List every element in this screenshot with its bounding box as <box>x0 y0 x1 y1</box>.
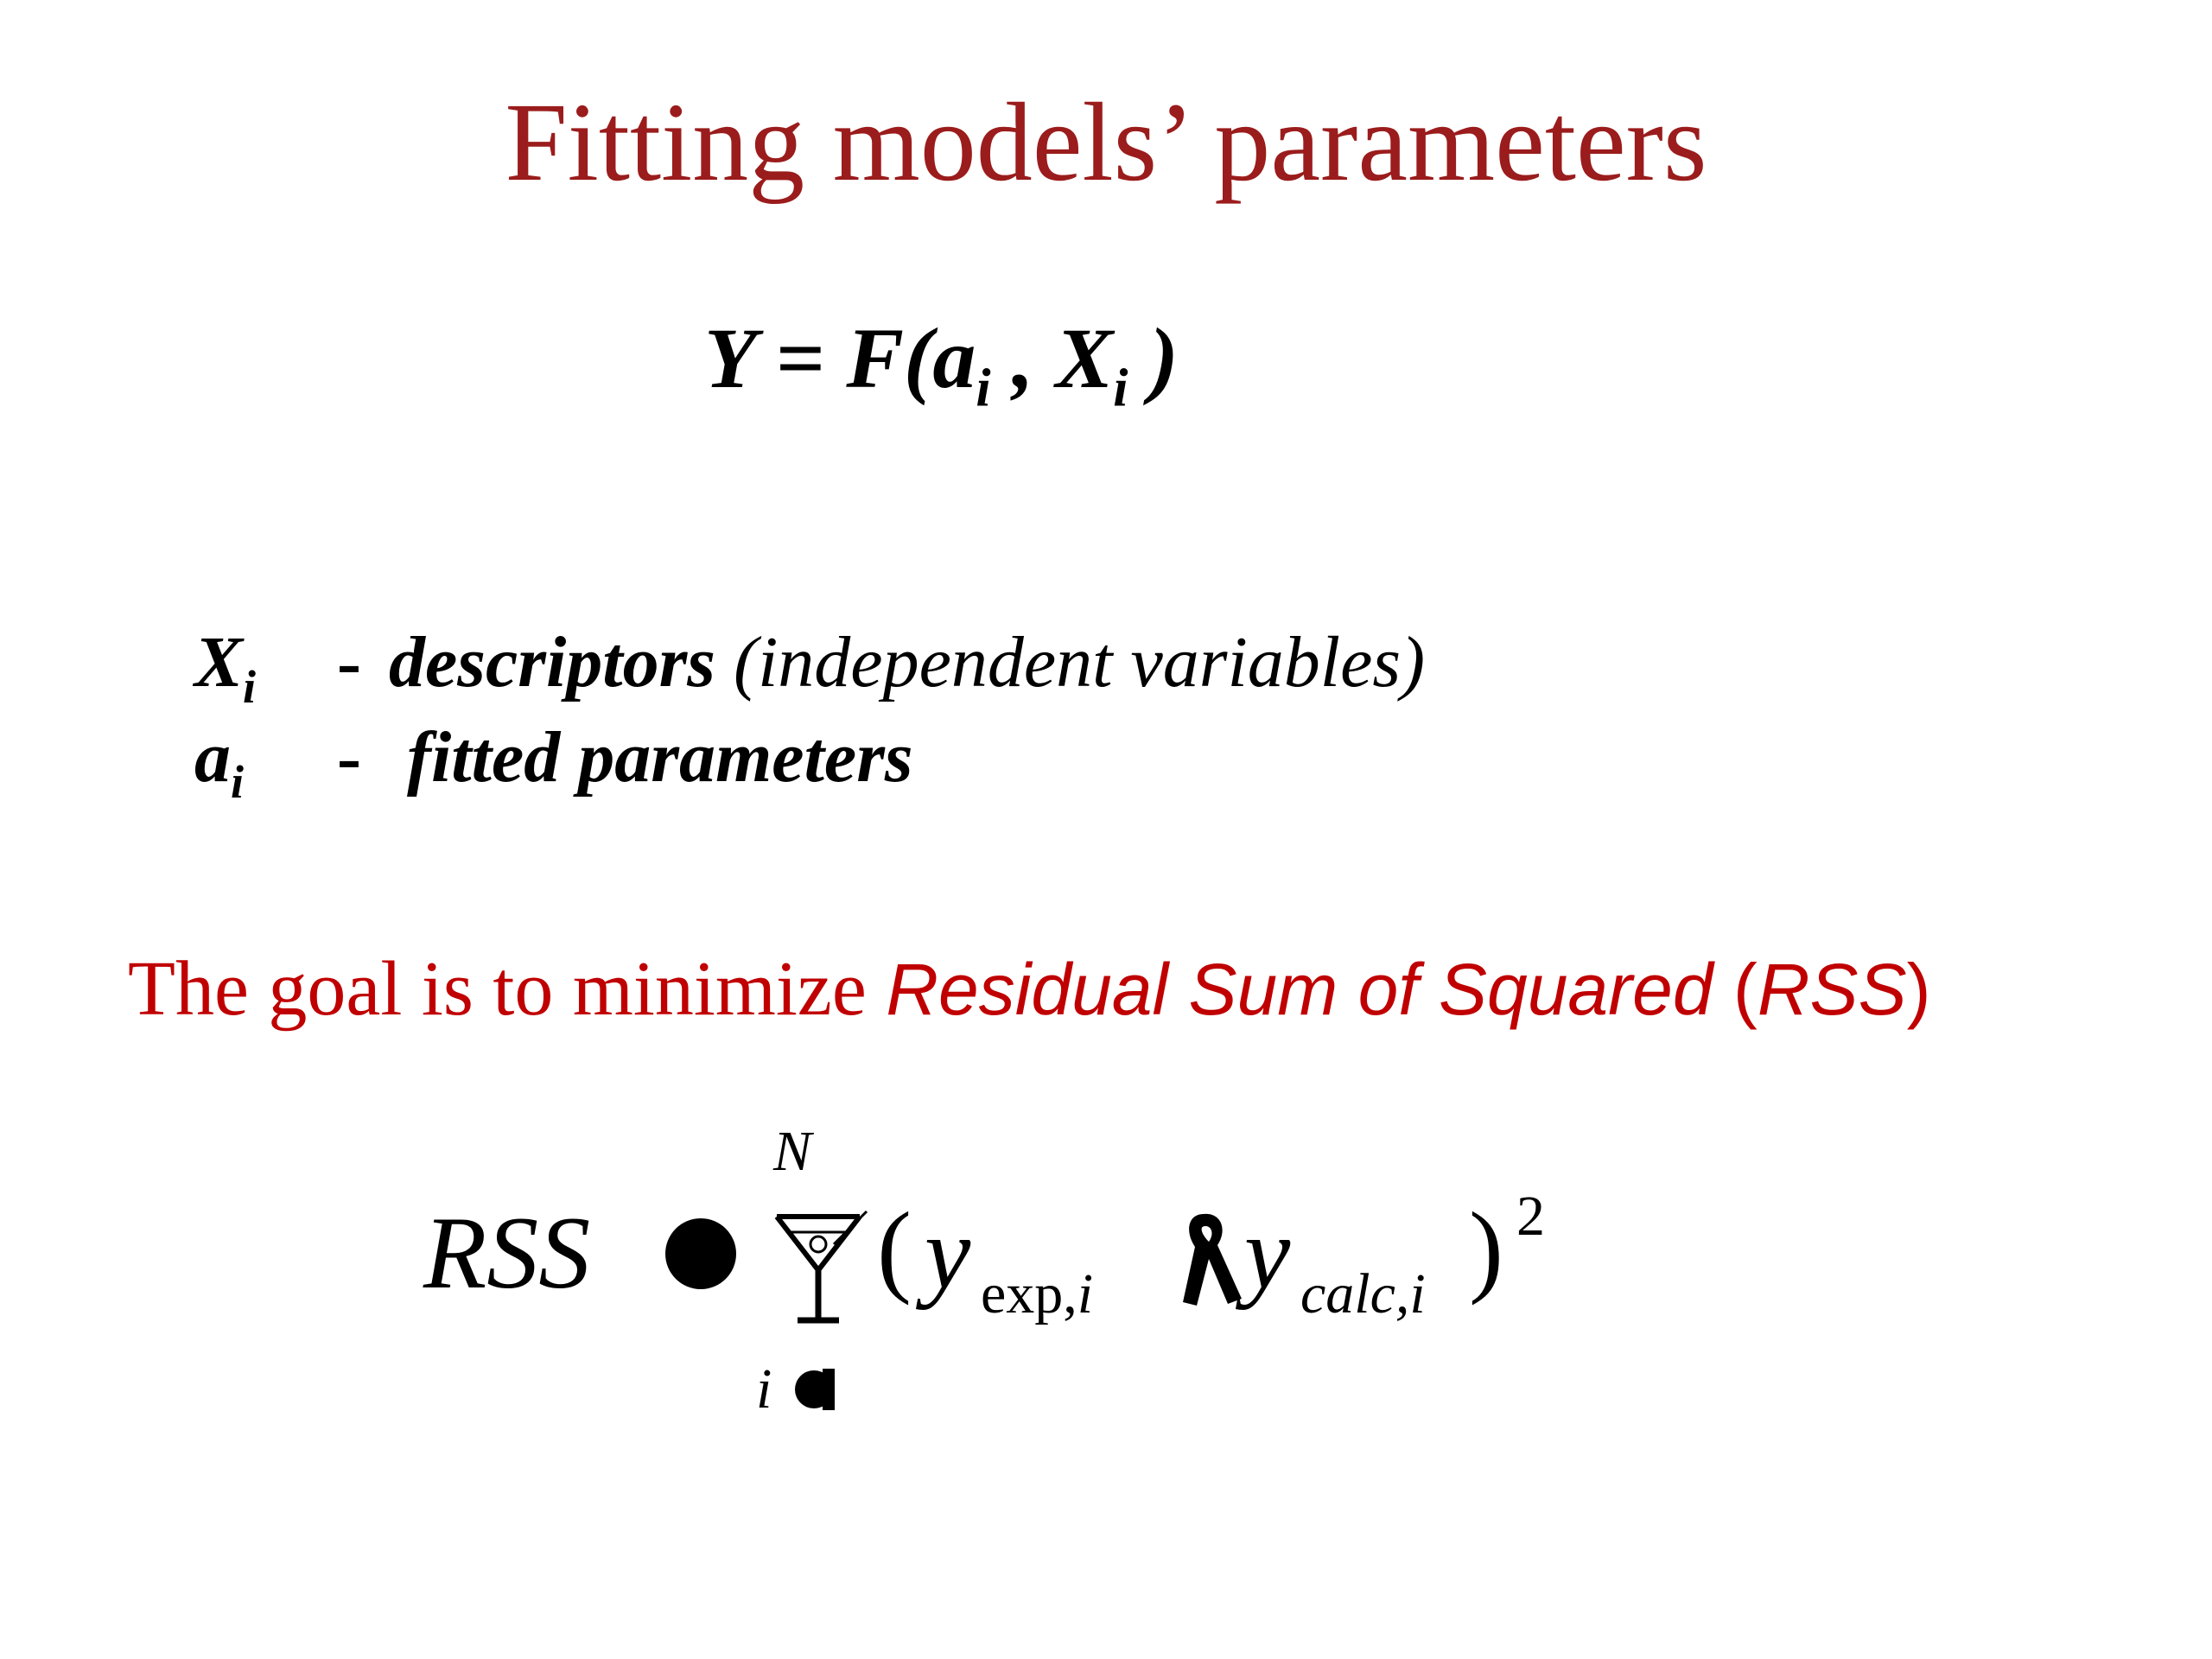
formula-paren-open: ( <box>877 1191 912 1306</box>
definition-term: fitted parameters <box>389 717 913 798</box>
sum-upper-limit: N <box>773 1120 812 1183</box>
definition-descriptors: Xi-descriptors (independent variables) <box>194 622 1425 710</box>
model-equation: Y = F(ai , Xi ) <box>704 315 1179 416</box>
y-exp-subscript-text: exp, <box>981 1262 1077 1325</box>
model-equation-sub-x: i <box>1113 359 1128 418</box>
rss-formula-lhs: RSS <box>423 1195 591 1310</box>
model-equation-rhs: ) <box>1128 310 1179 406</box>
equals-symbol-bullet-icon <box>665 1218 736 1289</box>
formula-exponent: 2 <box>1516 1185 1545 1248</box>
definition-symbol-subscript: i <box>231 755 245 808</box>
y-exp-symbol: y <box>925 1195 971 1310</box>
sum-symbol-glass-icon <box>773 1210 877 1331</box>
goal-prefix: The goal is to minimize <box>128 946 887 1032</box>
y-calc-symbol: y <box>1244 1195 1291 1310</box>
sum-lower-limit: i <box>756 1357 772 1421</box>
definition-symbol: ai <box>194 721 337 805</box>
goal-abbreviation: RSS <box>1757 949 1907 1030</box>
y-exp-subscript: exp,i <box>981 1266 1093 1323</box>
goal-paren-close: ) <box>1906 949 1931 1030</box>
definition-symbol-letter: a <box>194 717 231 798</box>
definition-dash: - <box>337 717 361 798</box>
goal-emphasis: Residual Sum of Squared <box>886 949 1713 1030</box>
definition-term: descriptors <box>389 622 715 702</box>
model-equation-sub-a: i <box>976 359 991 418</box>
slide-title: Fitting models’ parameters <box>505 80 1707 205</box>
definition-note: (independent variables) <box>715 622 1426 702</box>
y-exp-subscript-index: i <box>1077 1262 1094 1325</box>
goal-statement: The goal is to minimize Residual Sum of … <box>128 950 1931 1028</box>
definition-symbol-subscript: i <box>243 660 257 713</box>
model-equation-mid: , X <box>990 310 1114 406</box>
formula-paren-close: ) <box>1469 1191 1503 1306</box>
y-calc-subscript: calc,i <box>1300 1262 1426 1325</box>
sum-lower-equals-glyph-icon <box>793 1363 845 1420</box>
goal-paren-open: ( <box>1713 949 1758 1030</box>
definition-symbol-letter: X <box>194 622 244 702</box>
minus-symbol-ribbon-icon <box>1179 1205 1249 1313</box>
definition-symbol: Xi <box>194 626 337 710</box>
definition-dash: - <box>337 622 361 702</box>
model-equation-lhs: Y = F(a <box>704 310 976 406</box>
definition-fitted-parameters: ai- fitted parameters <box>194 717 913 805</box>
